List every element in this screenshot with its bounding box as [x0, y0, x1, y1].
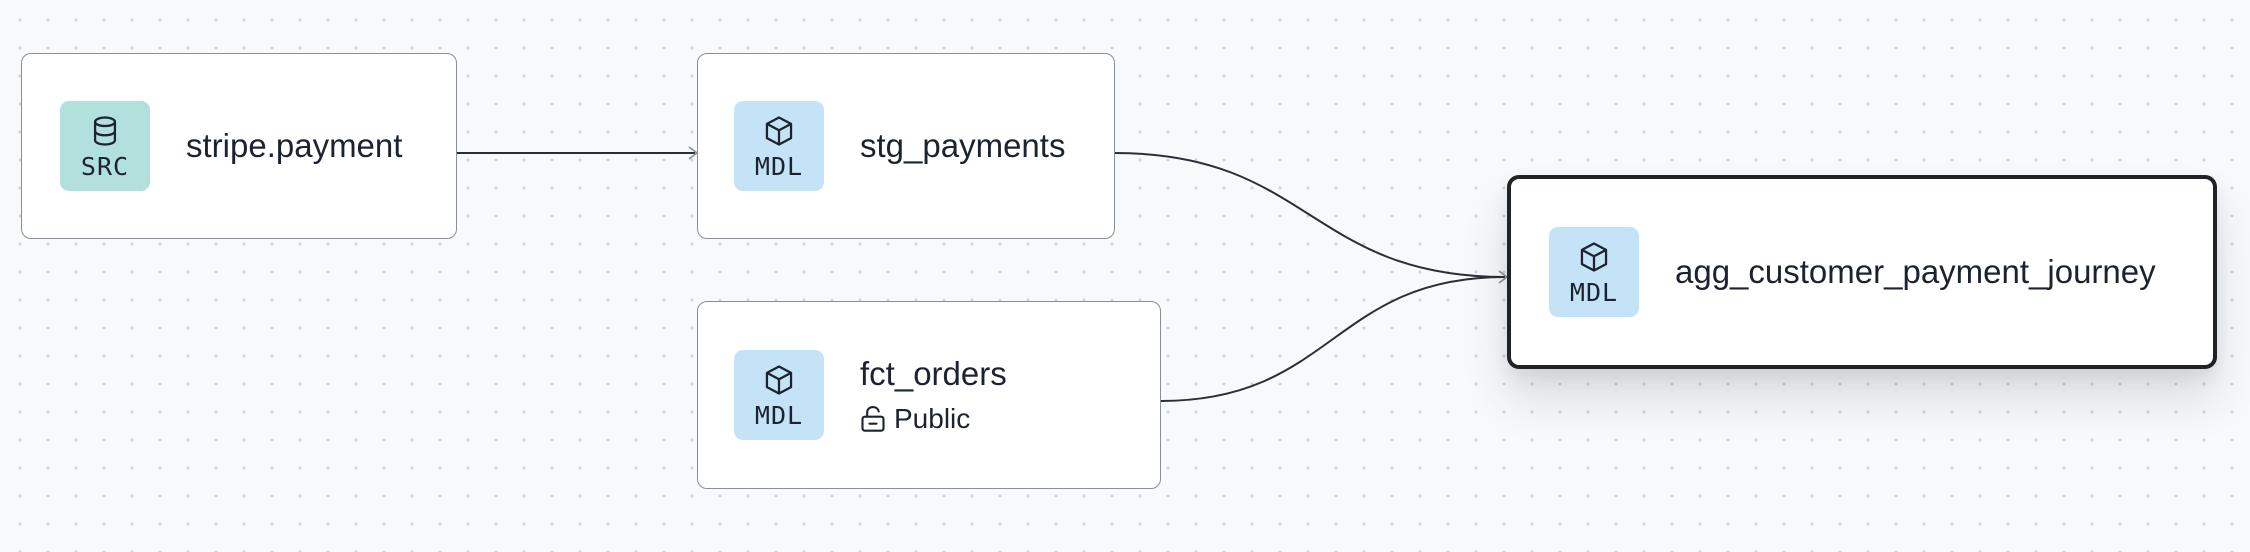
edge-fct-orders-to-agg-customer-payment-journey	[1160, 276, 1506, 402]
node-title: agg_customer_payment_journey	[1675, 253, 2156, 291]
unlock-icon	[861, 406, 885, 432]
cube-icon	[765, 115, 793, 146]
node-agg-customer-payment-journey[interactable]: MDL agg_customer_payment_journey	[1507, 175, 2217, 369]
node-title: stripe.payment	[186, 127, 403, 165]
node-kind-label: MDL	[754, 151, 804, 181]
node-stripe-payment[interactable]: SRC stripe.payment	[21, 53, 457, 239]
model-badge: MDL	[734, 101, 824, 191]
access-level: Public	[860, 403, 1007, 435]
edge-arrowhead	[1498, 270, 1509, 284]
node-stg-payments[interactable]: MDL stg_payments	[697, 53, 1115, 239]
access-label: Public	[894, 402, 971, 434]
model-badge: MDL	[734, 350, 824, 440]
node-title: fct_orders	[860, 355, 1007, 393]
edge-stg-payments-to-agg-customer-payment-journey	[1114, 152, 1506, 278]
edge-arrowhead	[688, 146, 699, 160]
model-badge: MDL	[1549, 227, 1639, 317]
node-kind-label: MDL	[1569, 277, 1619, 307]
node-kind-label: SRC	[80, 151, 130, 181]
database-icon	[93, 115, 117, 146]
node-kind-label: MDL	[754, 400, 804, 430]
cube-icon	[765, 364, 793, 395]
node-fct-orders[interactable]: MDL fct_orders Public	[697, 301, 1161, 489]
source-badge: SRC	[60, 101, 150, 191]
cube-icon	[1580, 241, 1608, 272]
node-title: stg_payments	[860, 127, 1066, 165]
